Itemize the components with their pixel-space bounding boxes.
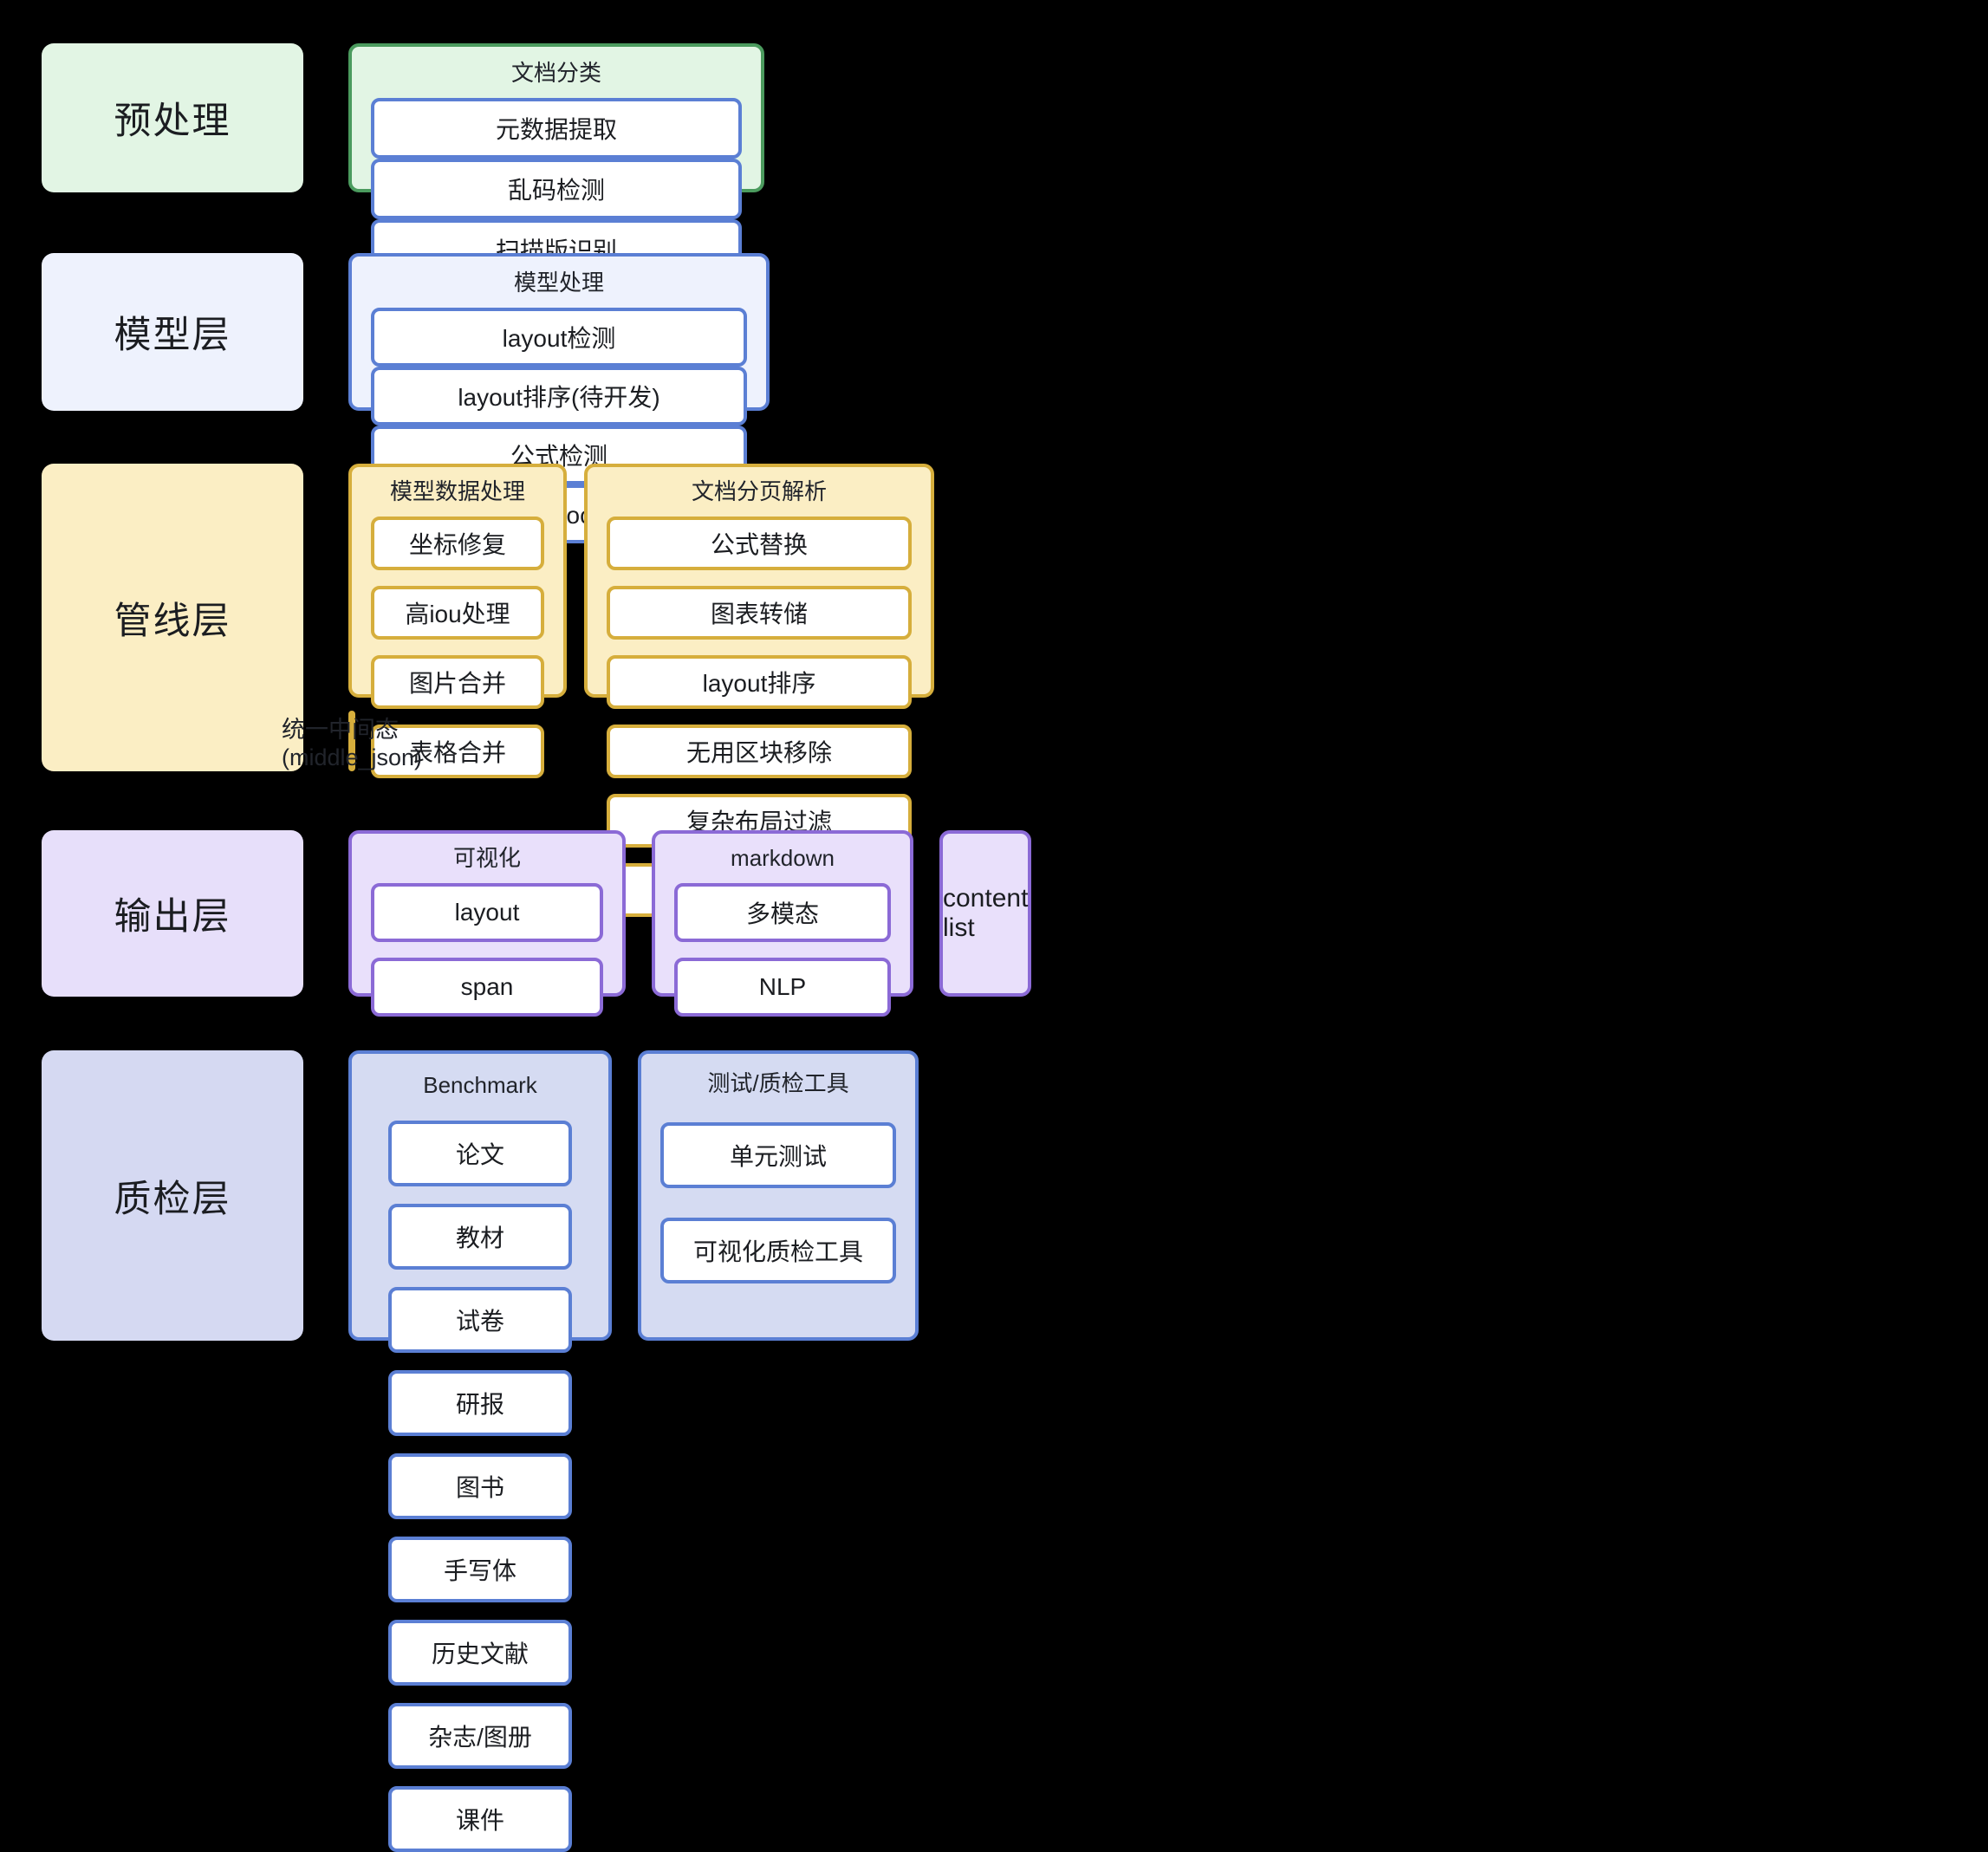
chip-useless-block-removal[interactable]: 无用区块移除 (607, 724, 912, 778)
row-label-text: 管线层 (114, 600, 231, 642)
group-title: 可视化 (452, 845, 521, 871)
chip-garbled-detection[interactable]: 乱码检测 (371, 158, 742, 219)
group-markdown: markdown 多模态 NLP (652, 830, 913, 1017)
chip-magazine-album[interactable]: 杂志/图册 (388, 1702, 572, 1769)
group-visualization: 可视化 layout span (348, 830, 626, 1017)
chip-list: layout span (371, 882, 603, 1017)
chip-multimodal[interactable]: 多模态 (674, 882, 891, 942)
group-title: 文档分页解析 (691, 478, 827, 504)
chip-exam-paper[interactable]: 试卷 (388, 1286, 572, 1353)
chip-chart-storage[interactable]: 图表转储 (607, 585, 912, 640)
row-label-preprocess: 预处理 (42, 43, 303, 192)
chip-textbook[interactable]: 教材 (388, 1203, 572, 1270)
chip-image-merge[interactable]: 图片合并 (371, 654, 544, 709)
chip-nlp[interactable]: NLP (674, 957, 891, 1017)
group-title: 模型数据处理 (389, 478, 525, 504)
chip-book[interactable]: 图书 (388, 1452, 572, 1519)
chip-layout-detection[interactable]: layout检测 (371, 307, 747, 367)
group-benchmark: Benchmark 论文 教材 试卷 研报 图书 手写体 历史文献 杂志/图册 … (348, 1050, 612, 1852)
group-title: Benchmark (423, 1072, 537, 1098)
row-label-output-layer: 输出层 (42, 830, 303, 997)
group-document-classification: 文档分类 元数据提取 乱码检测 扫描版识别 (348, 43, 764, 280)
chip-layout-ordering[interactable]: layout排序(待开发) (371, 366, 747, 426)
group-title: 文档分类 (510, 60, 601, 86)
group-model-data-processing: 模型数据处理 坐标修复 高iou处理 图片合并 表格合并 (348, 464, 567, 778)
chip-historical-document[interactable]: 历史文献 (388, 1619, 572, 1686)
chip-research-report[interactable]: 研报 (388, 1369, 572, 1436)
chip-layout[interactable]: layout (371, 882, 603, 942)
middle-json-bar: 统一中间态(middle_json) (282, 711, 422, 771)
group-title: 模型处理 (513, 270, 604, 296)
group-title: markdown (731, 845, 835, 871)
chip-visual-qc-tool[interactable]: 可视化质检工具 (660, 1217, 896, 1283)
group-content-list: content list (939, 830, 1032, 997)
chip-paper[interactable]: 论文 (388, 1120, 572, 1186)
row-label-model-layer: 模型层 (42, 253, 303, 411)
chip-courseware[interactable]: 课件 (388, 1785, 572, 1852)
content-list-label: content list (943, 884, 1029, 942)
group-model-processing: 模型处理 layout检测 layout排序(待开发) 公式检测 文本ocr (348, 253, 770, 543)
chip-list: 多模态 NLP (674, 882, 891, 1017)
chip-layout-sorting[interactable]: layout排序 (607, 654, 912, 709)
row-label-text: 预处理 (114, 101, 231, 142)
chip-formula-replacement[interactable]: 公式替换 (607, 516, 912, 570)
chip-coordinate-repair[interactable]: 坐标修复 (371, 516, 544, 570)
chip-list: 论文 教材 试卷 研报 图书 手写体 历史文献 杂志/图册 课件 (354, 1120, 607, 1852)
row-label-pipeline-layer: 管线层 (42, 464, 303, 771)
row-label-text: 模型层 (114, 315, 231, 356)
chip-handwriting[interactable]: 手写体 (388, 1536, 572, 1602)
chip-unit-test[interactable]: 单元测试 (660, 1121, 896, 1188)
chip-list: 坐标修复 高iou处理 图片合并 表格合并 (371, 516, 544, 778)
row-label-text: 输出层 (114, 896, 231, 938)
group-document-page-parsing: 文档分页解析 公式替换 图表转储 layout排序 无用区块移除 复杂布局过滤 … (584, 464, 934, 917)
chip-high-iou-processing[interactable]: 高iou处理 (371, 585, 544, 640)
group-title: 测试/质检工具 (707, 1070, 849, 1096)
chip-list: 单元测试 可视化质检工具 (660, 1121, 896, 1283)
chip-metadata-extraction[interactable]: 元数据提取 (371, 97, 742, 159)
row-label-text: 质检层 (114, 1178, 231, 1220)
architecture-diagram: 预处理 文档分类 元数据提取 乱码检测 扫描版识别 模型层 模型处理 layou… (42, 43, 1032, 1852)
group-test-qc-tools: 测试/质检工具 单元测试 可视化质检工具 (638, 1050, 919, 1341)
chip-table-merge[interactable]: 表格合并 (371, 724, 544, 778)
chip-span[interactable]: span (371, 957, 603, 1017)
row-label-qc-layer: 质检层 (42, 1050, 303, 1341)
